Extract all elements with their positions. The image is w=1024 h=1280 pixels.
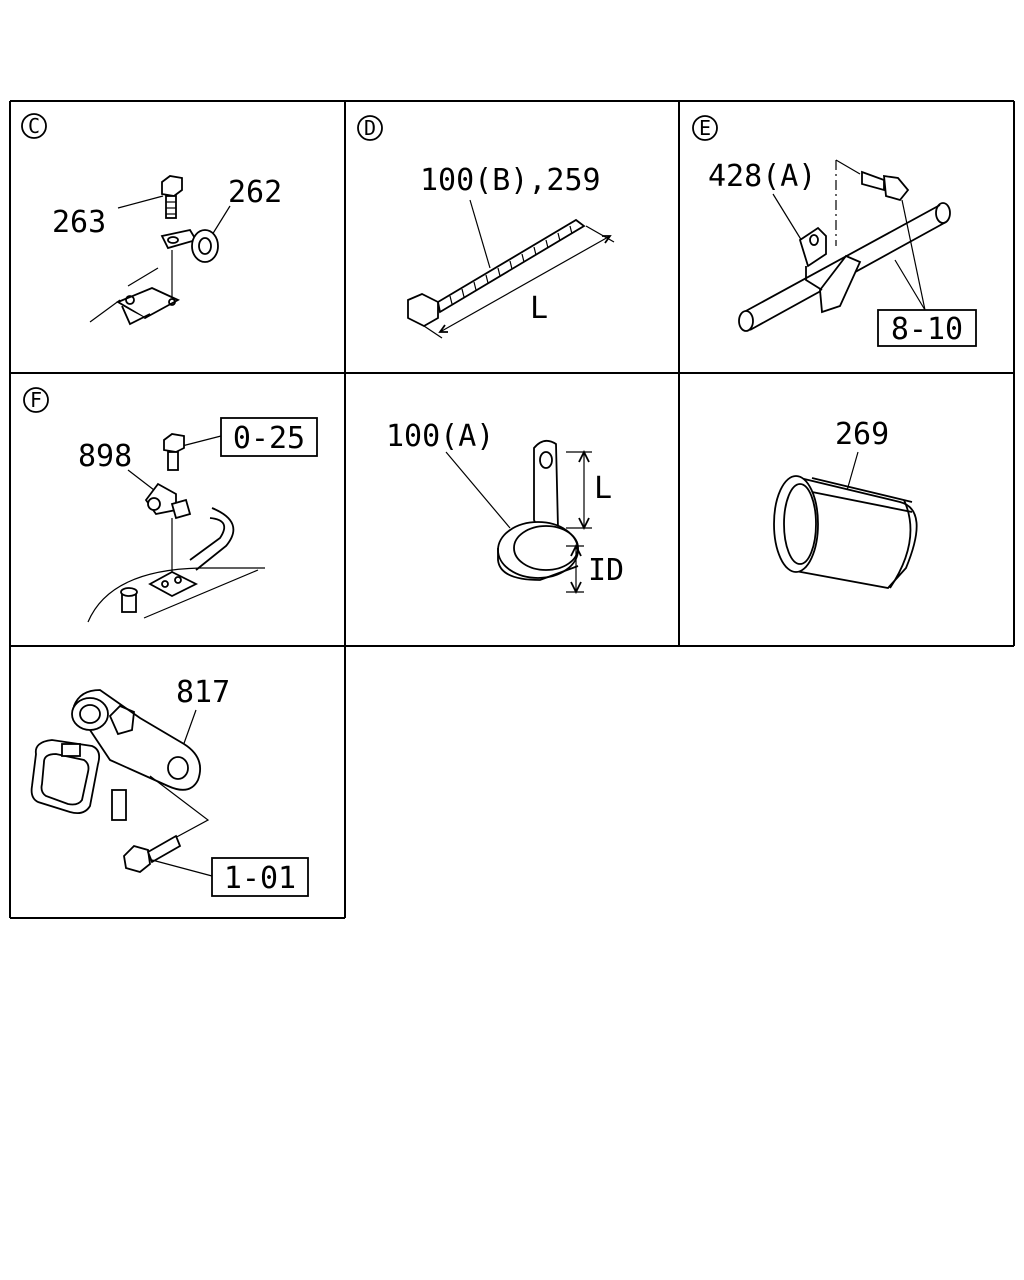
clip-icon <box>160 228 219 263</box>
part-label-817: 817 <box>176 675 230 710</box>
panel-letter-e: E <box>692 115 718 141</box>
leader-428a <box>772 193 806 247</box>
leader-898 <box>127 469 155 491</box>
mounting-bracket-icon <box>115 287 181 326</box>
mounting-plate-icon <box>148 570 199 598</box>
svg-text:C: C <box>28 114 40 138</box>
panel-grid <box>9 100 1015 919</box>
svg-text:8-10: 8-10 <box>891 312 963 347</box>
part-label-898: 898 <box>78 439 132 474</box>
dimension-l <box>423 225 615 339</box>
part-label-263: 263 <box>52 205 106 240</box>
panel-sleeve: 269 <box>773 417 918 589</box>
svg-text:D: D <box>364 116 376 140</box>
leader-100b <box>469 199 491 269</box>
leader-263 <box>117 195 164 209</box>
bolt-icon-e <box>861 170 910 202</box>
panel-c: C 263 262 <box>21 113 282 326</box>
part-label-100a: 100(A) <box>386 419 494 454</box>
panel-letter-d: D <box>357 115 383 141</box>
reference-box-0-25: 0-25 <box>220 417 318 457</box>
panel-p-clamp: 100(A) L ID <box>386 419 624 595</box>
reference-box-1-01: 1-01 <box>211 857 309 897</box>
panel-letter-f: F <box>23 387 49 413</box>
p-clamp-icon <box>497 439 579 581</box>
svg-text:1-01: 1-01 <box>224 861 296 896</box>
dimension-label-id: ID <box>588 553 624 588</box>
sleeve-icon <box>773 475 918 589</box>
part-label-262: 262 <box>228 175 282 210</box>
dimension-label-l: L <box>530 291 548 326</box>
reference-box-8-10: 8-10 <box>877 309 977 347</box>
leader-100a <box>445 451 511 529</box>
panel-e: E 428(A) 8-10 <box>692 115 977 347</box>
connector-icon <box>30 689 202 821</box>
leader-262 <box>211 205 231 236</box>
panel-connector: 817 1-01 <box>30 675 309 897</box>
bolt-icon-f <box>163 433 185 471</box>
svg-text:0-25: 0-25 <box>233 421 305 456</box>
part-label-100b-259: 100(B),259 <box>420 163 601 198</box>
panel-d: D 100(B),259 L <box>357 115 615 339</box>
bolt-icon <box>161 175 183 219</box>
dimension-l-clamp <box>566 449 592 531</box>
panel-letter-c: C <box>21 113 47 139</box>
part-label-269: 269 <box>835 417 889 452</box>
hose-icon <box>189 517 226 561</box>
dimension-label-l-clamp: L <box>594 471 612 506</box>
nut-icon <box>120 587 138 613</box>
part-label-428a: 428(A) <box>708 159 816 194</box>
cable-tie-icon <box>407 218 586 328</box>
panel-f: F 898 0-25 <box>23 387 318 623</box>
bolt-icon-i <box>123 834 182 873</box>
svg-text:E: E <box>699 116 711 140</box>
pipe-clamp-icon <box>798 226 862 314</box>
dimension-id <box>566 543 584 595</box>
clip-icon-f <box>144 482 192 520</box>
svg-text:F: F <box>30 388 42 412</box>
